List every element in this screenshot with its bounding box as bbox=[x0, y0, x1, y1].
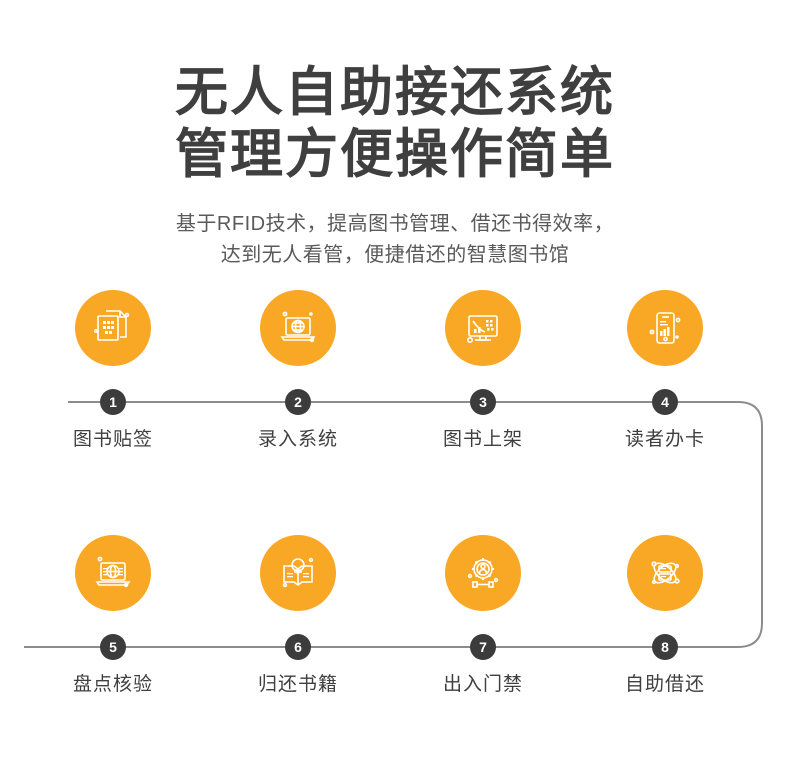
flow-step-6[interactable]: 6 归还书籍 bbox=[218, 535, 378, 697]
monitor-chart-binary-icon bbox=[445, 290, 521, 366]
page-subtitle-line-1: 基于RFID技术，提高图书管理、借还书得效率， bbox=[175, 213, 615, 235]
flow-row-2: 5 盘点核验 bbox=[0, 535, 790, 735]
flow-step-2-badge: 2 bbox=[285, 389, 311, 415]
flow-step-2[interactable]: 2 录入系统 bbox=[218, 290, 378, 452]
flow-step-5[interactable]: 5 盘点核验 bbox=[33, 535, 193, 697]
page-subtitle-line-2: 达到无人看管，便捷借还的智慧图书馆 bbox=[220, 244, 570, 266]
header: 无人自助接还系统 管理方便操作简单 基于RFID技术，提高图书管理、借还书得效率… bbox=[0, 62, 790, 271]
flow-step-2-label: 录入系统 bbox=[257, 429, 338, 450]
flow-step-7[interactable]: 7 出入门禁 bbox=[403, 535, 563, 697]
open-book-lightbulb-icon bbox=[260, 535, 336, 611]
flow-step-4-badge: 4 bbox=[652, 389, 678, 415]
gear-person-gate-icon bbox=[445, 535, 521, 611]
page-subtitle: 基于RFID技术，提高图书管理、借还书得效率， 达到无人看管，便捷借还的智慧图书… bbox=[0, 209, 790, 271]
atom-document-icon bbox=[627, 535, 703, 611]
flow-step-7-label: 出入门禁 bbox=[442, 674, 523, 695]
flow-step-5-label: 盘点核验 bbox=[72, 674, 153, 695]
flow-step-7-badge: 7 bbox=[470, 634, 496, 660]
binary-document-icon bbox=[75, 290, 151, 366]
flow-step-8[interactable]: 8 自助借还 bbox=[585, 535, 745, 697]
flow-step-6-badge: 6 bbox=[285, 634, 311, 660]
flow-step-3-badge: 3 bbox=[470, 389, 496, 415]
flow-step-1-badge: 1 bbox=[100, 389, 126, 415]
laptop-globe-icon bbox=[260, 290, 336, 366]
flow-step-3[interactable]: 3 图书上架 bbox=[403, 290, 563, 452]
page-title-line-2: 管理方便操作简单 bbox=[175, 125, 615, 184]
flow-step-5-badge: 5 bbox=[100, 634, 126, 660]
flow-step-4[interactable]: 4 读者办卡 bbox=[585, 290, 745, 452]
flow-row-1: 1 图书贴签 2 录入系统 bbox=[0, 290, 790, 490]
flow-step-8-badge: 8 bbox=[652, 634, 678, 660]
flow-step-8-label: 自助借还 bbox=[624, 674, 705, 695]
process-flow: 1 图书贴签 2 录入系统 bbox=[0, 290, 790, 710]
flow-step-1-label: 图书贴签 bbox=[72, 429, 153, 450]
laptop-globe-lines-icon bbox=[75, 535, 151, 611]
flow-step-1[interactable]: 1 图书贴签 bbox=[33, 290, 193, 452]
flow-step-3-label: 图书上架 bbox=[442, 429, 523, 450]
page-title-line-1: 无人自助接还系统 bbox=[175, 63, 615, 122]
flow-step-6-label: 归还书籍 bbox=[257, 674, 338, 695]
flow-step-4-label: 读者办卡 bbox=[624, 429, 705, 450]
smartphone-barchart-icon bbox=[627, 290, 703, 366]
